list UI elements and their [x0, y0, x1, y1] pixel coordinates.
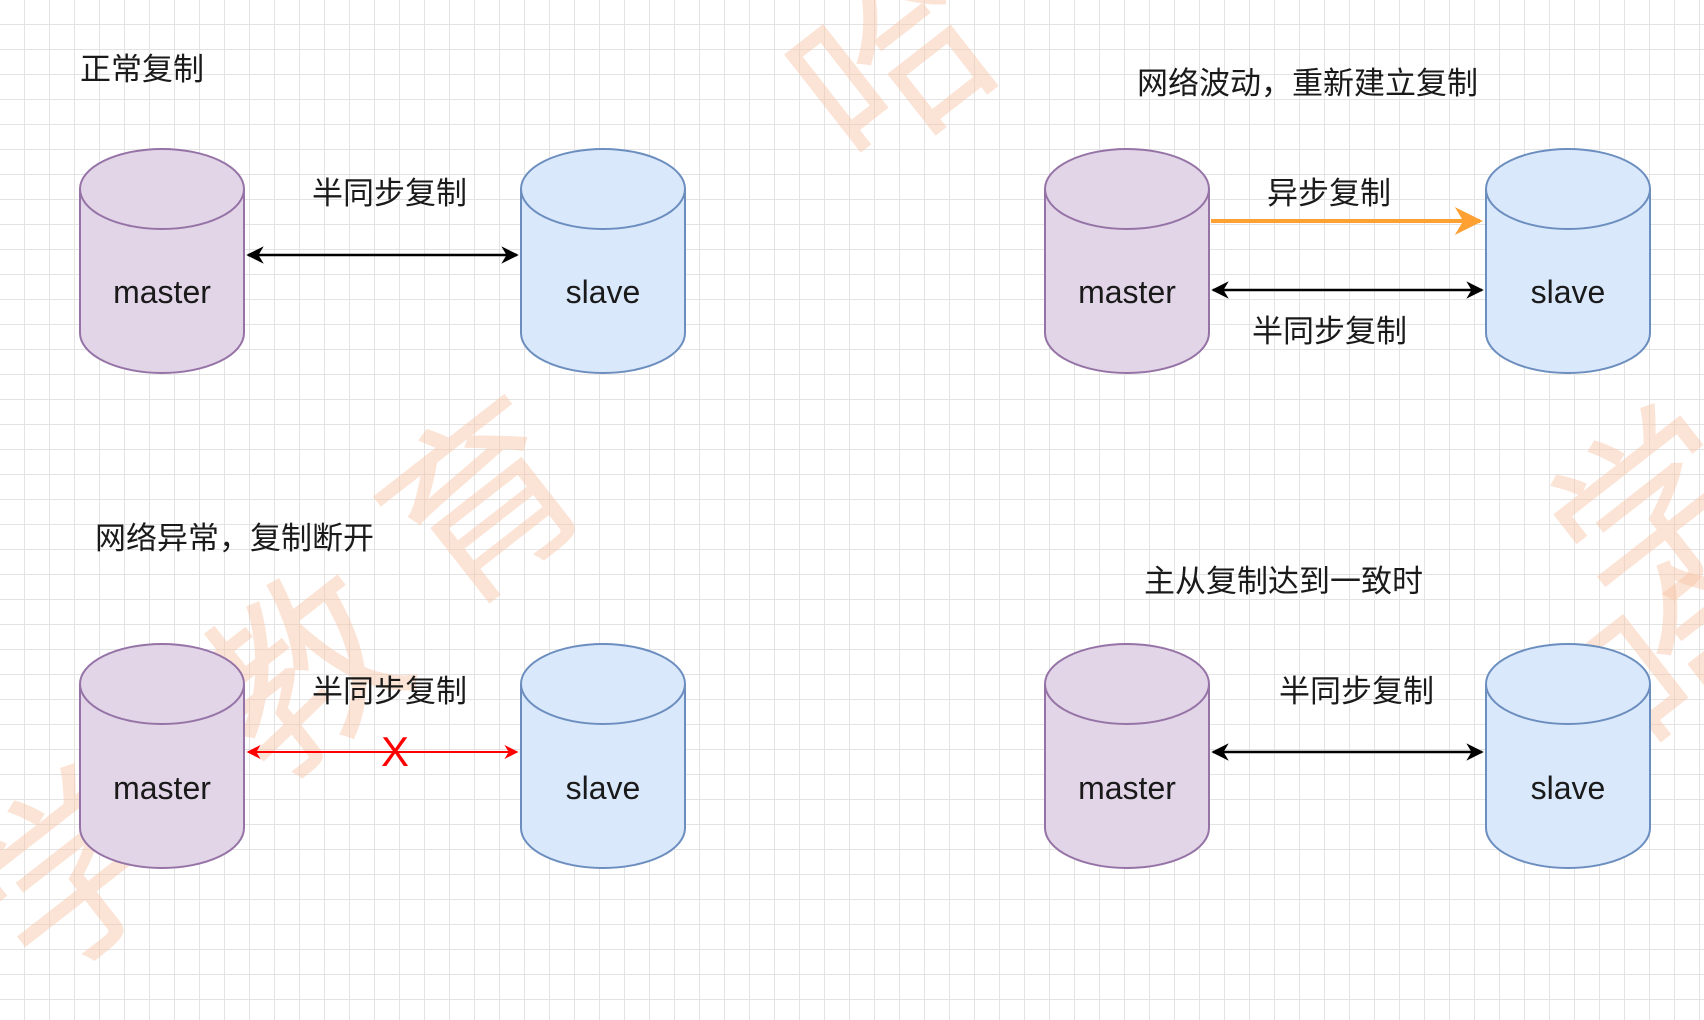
async-label: 异步复制 — [1267, 176, 1391, 212]
slave-label: slave — [1531, 274, 1606, 310]
panel-heading: 主从复制达到一致时 — [1144, 564, 1423, 600]
master-label: master — [1078, 770, 1176, 806]
slave-label: slave — [1531, 770, 1606, 806]
master-label: master — [113, 770, 211, 806]
slave-database: slave — [520, 148, 686, 374]
master-database: master — [79, 148, 245, 374]
master-label: master — [1078, 274, 1176, 310]
slave-label: slave — [566, 274, 641, 310]
panel-heading: 网络异常，复制断开 — [95, 521, 374, 557]
semi-sync-label: 半同步复制 — [312, 674, 467, 710]
break-mark: X — [381, 728, 409, 775]
slave-database: slave — [1485, 643, 1651, 869]
panel-heading: 网络波动，重新建立复制 — [1137, 66, 1478, 102]
slave-database: slave — [1485, 148, 1651, 374]
semi-sync-label: 半同步复制 — [1252, 314, 1407, 350]
slave-database: slave — [520, 643, 686, 869]
replication-diagram: master slave master slave X master slave… — [79, 148, 1651, 869]
master-database: master — [1044, 643, 1210, 869]
semi-sync-label: 半同步复制 — [1279, 674, 1434, 710]
master-database: master — [79, 643, 245, 869]
panel-heading: 正常复制 — [80, 52, 204, 88]
master-database: master — [1044, 148, 1210, 374]
master-label: master — [113, 274, 211, 310]
slave-label: slave — [566, 770, 641, 806]
semi-sync-label: 半同步复制 — [312, 176, 467, 212]
